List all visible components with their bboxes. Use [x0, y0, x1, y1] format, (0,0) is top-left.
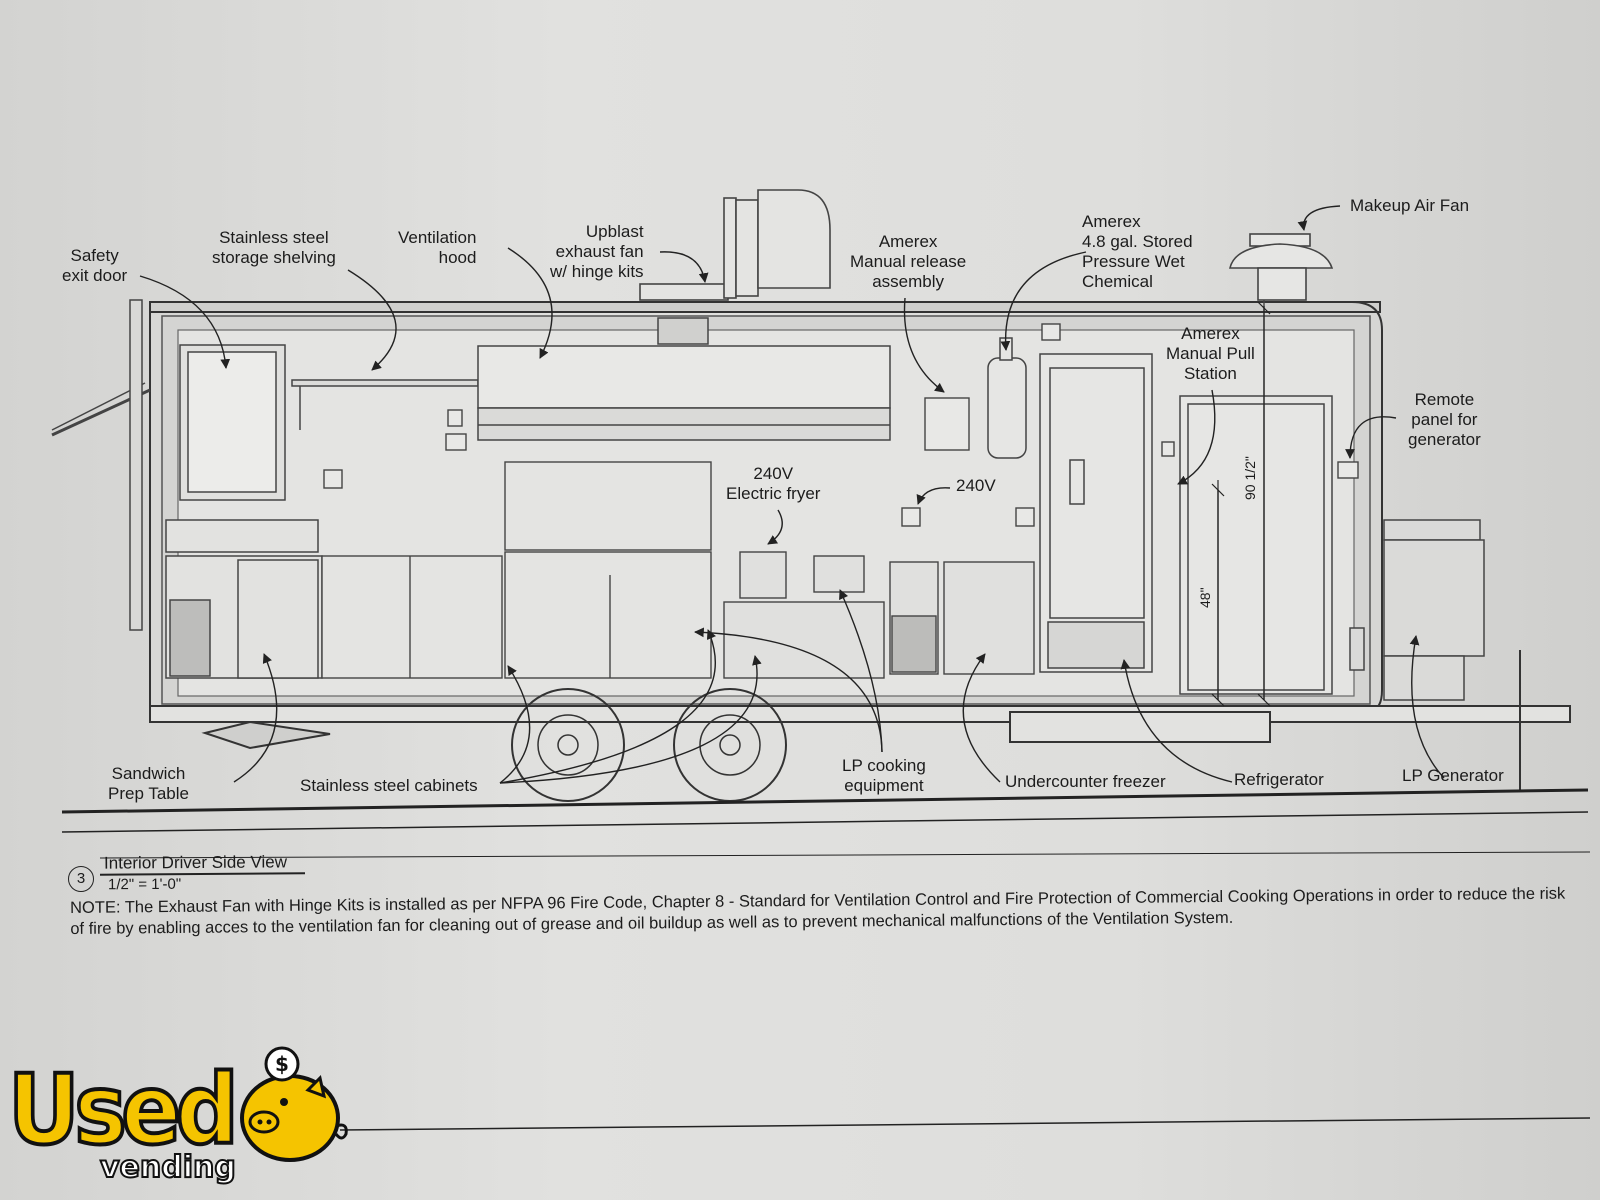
sandwich-prep-table: [165, 519, 323, 679]
stainless-cabinets-shape: [321, 461, 712, 679]
refrigerator-shape: [1039, 353, 1153, 673]
makeup-air-fan: [1228, 233, 1334, 301]
label-makeup-air-fan: Makeup Air Fan: [1350, 196, 1470, 215]
logo-dollar-sign: $: [275, 1052, 289, 1076]
dimension-lines: [1211, 301, 1271, 707]
used-vending-logo: Used vending $: [6, 1040, 348, 1190]
view-scale: 1/2" = 1'-0": [107, 875, 182, 894]
ground-line: [61, 788, 1591, 1131]
dimension-height: 90 1/2": [1242, 456, 1258, 500]
cooking-equipment: [723, 551, 1035, 679]
view-title: Interior Driver Side View: [103, 852, 288, 873]
trailer-chassis: [149, 650, 1571, 802]
label-stainless-cabinets: Stainless steel cabinets: [300, 776, 478, 795]
label-undercounter-freezer: Undercounter freezer: [1005, 772, 1166, 791]
logo-used-text: Used: [6, 1054, 241, 1166]
callout-leaders: [139, 205, 1445, 784]
logo-vending-text: vending: [99, 1150, 237, 1185]
view-number: 3: [68, 866, 94, 892]
lp-generator-shape: [1349, 519, 1485, 701]
label-refrigerator: Refrigerator: [1234, 770, 1324, 789]
dimension-counter-height: 48": [1197, 587, 1213, 608]
wall-fixtures: [323, 323, 1359, 527]
label-240v-outlet: 240V: [956, 476, 996, 495]
label-lp-generator: LP Generator: [1402, 766, 1504, 785]
upblast-exhaust-fan: [639, 189, 831, 301]
safety-exit-door: [51, 299, 286, 631]
piggy-bank-icon: $: [240, 1046, 348, 1162]
